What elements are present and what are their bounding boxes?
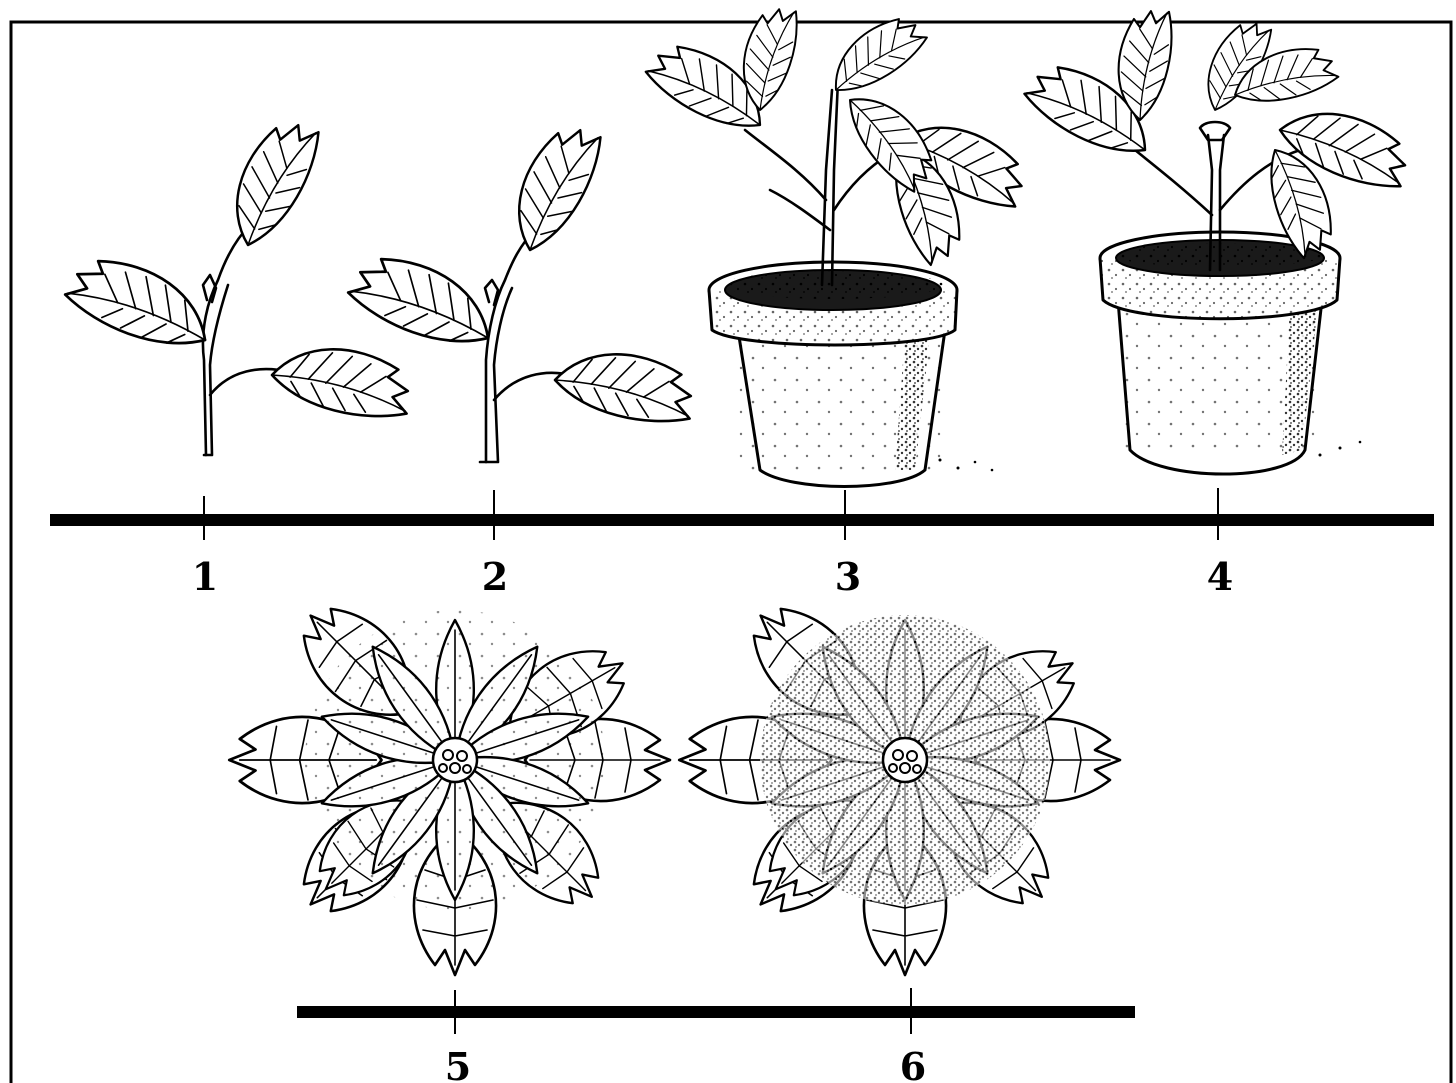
figure-frame [11,22,1451,1083]
lower-baseline [297,1006,1135,1018]
stage-3-potted-plant-drawing [639,0,1037,486]
stage-label-2: 2 [482,554,508,599]
stage-label-4: 4 [1207,554,1233,599]
stage-label-1: 1 [192,554,218,599]
upper-baseline [50,514,1434,526]
stage-4-pinched-plant-drawing [1018,2,1419,474]
stage-label-3: 3 [835,554,861,599]
stage-1-cutting-drawing [60,109,419,455]
stage-label-6: 6 [900,1044,926,1083]
stage-6-poinsettia-drawing [679,588,1120,975]
stage-label-5: 5 [445,1044,471,1083]
stage-5-poinsettia-drawing [229,588,670,975]
